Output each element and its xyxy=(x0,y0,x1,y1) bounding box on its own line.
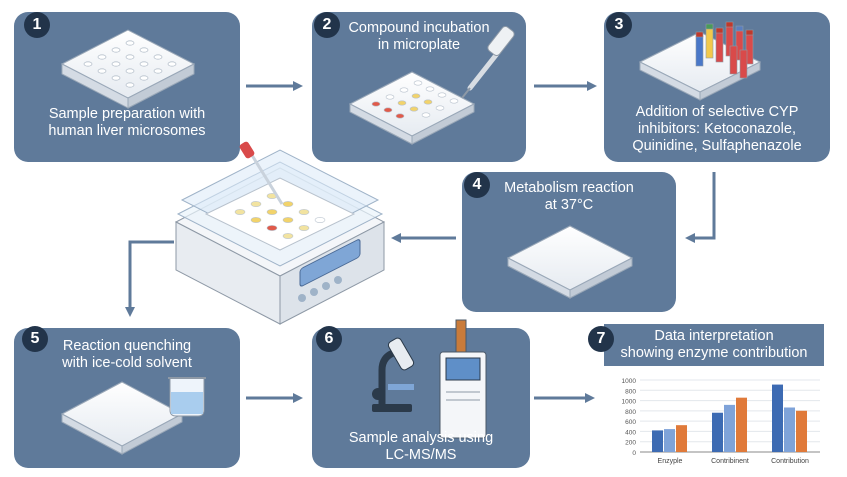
step-7-label-line-1: Data interpretation xyxy=(654,328,774,344)
plate-with-tubes-icon xyxy=(638,21,762,101)
lcms-instrument-icon xyxy=(439,319,487,439)
chart-bar xyxy=(664,429,675,452)
step-1-number: 1 xyxy=(24,12,50,38)
step-3-number: 3 xyxy=(606,12,632,38)
step-1-label: Sample preparation with human liver micr… xyxy=(14,106,240,140)
colored-microplate-icon xyxy=(348,71,476,145)
chart-ytick-label: 0 xyxy=(632,450,636,457)
pipette-icon xyxy=(461,25,515,99)
arrow-device-to-5 xyxy=(125,240,174,317)
step-5-label-line-1: Reaction quenching xyxy=(62,338,192,354)
step-7-label-line-2: showing enzyme contribution xyxy=(620,345,808,361)
step-6-number: 6 xyxy=(316,326,342,352)
chart-ytick-label: 400 xyxy=(625,429,636,436)
step-3-label: Addition of selective CYP inhibitors: Ke… xyxy=(604,104,830,155)
step-3-label-line-1: Addition of selective CYP xyxy=(635,104,799,120)
step-5-label-line-2: with ice-cold solvent xyxy=(62,355,192,371)
step-3-label-line-3: Quinidine, Sulfaphenazole xyxy=(632,138,802,154)
step-7-title: Data interpretation showing enzyme contr… xyxy=(604,324,824,366)
step-2-label-line-2: in microplate xyxy=(377,37,461,53)
chart-bar xyxy=(796,410,807,452)
arrow-3-to-4 xyxy=(685,172,716,243)
step-2-number: 2 xyxy=(314,12,340,38)
step-6-label-line-2: LC-MS/MS xyxy=(385,447,457,463)
step-2-label-line-1: Compound incubation xyxy=(348,20,490,36)
chart-bar xyxy=(712,412,723,452)
step-4-number: 4 xyxy=(464,172,490,198)
chart-ytick-label: 800 xyxy=(625,409,636,416)
chart-ytick-label: 600 xyxy=(625,419,636,426)
chart-bar xyxy=(784,407,795,452)
chart-ytick-label: 800 xyxy=(625,388,636,395)
chart-ytick-label: 200 xyxy=(625,440,636,447)
chart-xtick-label: Contribution xyxy=(771,458,809,465)
step-4-label-line-2: at 37°C xyxy=(544,197,594,213)
step-7-number: 7 xyxy=(588,326,614,352)
chart-ytick-label: 1000 xyxy=(622,399,637,406)
chart-xtick-label: Contribinent xyxy=(711,458,749,465)
chart-bar xyxy=(724,404,735,452)
quench-plate-icon xyxy=(60,381,184,455)
step-5-label: Reaction quenching with ice-cold solvent xyxy=(14,338,240,372)
step-2-label: Compound incubation in microplate xyxy=(312,20,526,54)
step-6-label-line-1: Sample analysis using xyxy=(348,430,494,446)
flow-arrows xyxy=(125,81,716,403)
microscope-icon xyxy=(372,337,415,412)
microplate-icon xyxy=(60,29,196,109)
step-4-label-line-1: Metabolism reaction xyxy=(504,180,634,196)
step-5-number: 5 xyxy=(22,326,48,352)
step-1-label-line-2: human liver microsomes xyxy=(48,123,206,139)
step-6-box xyxy=(312,328,530,468)
chart-xtick-label: Enzyple xyxy=(658,458,683,465)
beaker-icon xyxy=(168,377,206,417)
step-1-label-line-1: Sample preparation with xyxy=(48,106,206,122)
step-4-label: Metabolism reaction at 37°C xyxy=(462,180,676,214)
chart-ytick-label: 1000 xyxy=(622,378,637,385)
step-6-label: Sample analysis using LC-MS/MS xyxy=(312,430,530,464)
step-3-label-line-2: inhibitors: Ketoconazole, xyxy=(638,121,796,137)
chart-bar xyxy=(736,397,747,452)
chart-bar xyxy=(676,425,687,452)
incubator-device-icon xyxy=(174,141,386,325)
chart-bar xyxy=(772,384,783,452)
reaction-plate-icon xyxy=(506,225,634,299)
chart-bar xyxy=(652,430,663,452)
